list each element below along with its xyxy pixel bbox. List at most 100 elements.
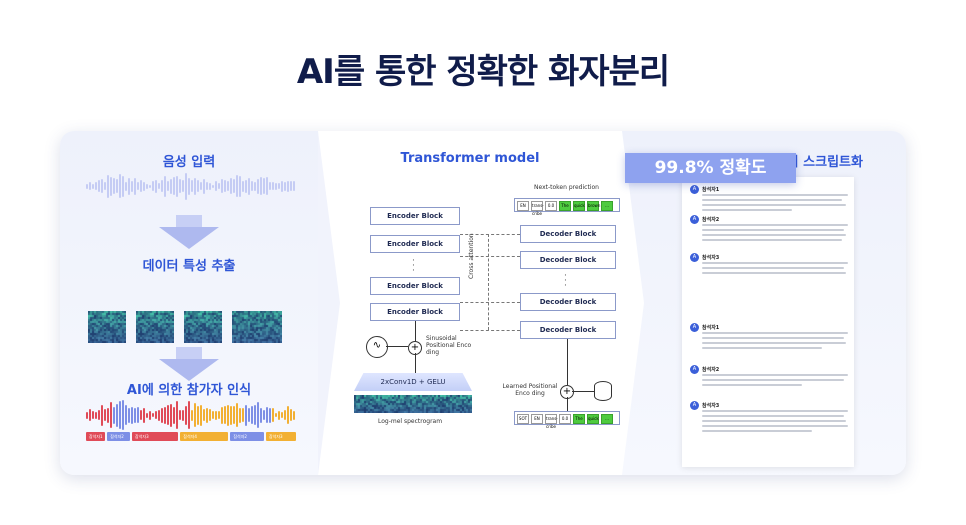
waveform-bar [236, 403, 238, 427]
waveform-bar [284, 181, 286, 191]
encoder-block: Encoder Block [370, 277, 460, 295]
waveform-bar [137, 182, 139, 190]
waveform-bar [203, 409, 205, 421]
waveform-bar [221, 406, 223, 424]
decoder-block: Decoder Block [520, 251, 616, 269]
token: The [573, 414, 585, 424]
speaker-label: 참석자3 [132, 432, 179, 441]
encoder-block: Encoder Block [370, 235, 460, 253]
waveform-bar [149, 410, 151, 420]
waveform-bar [161, 180, 163, 192]
spectrogram-canvas [136, 311, 174, 343]
speaker-label: 참석자2 [107, 432, 131, 441]
waveform-bar [176, 401, 178, 429]
speaker-name: 참석자3 [702, 403, 720, 409]
speaker-label: 참석자4 [180, 432, 229, 441]
connector [386, 346, 408, 347]
spectrogram-canvas [232, 311, 282, 343]
decoder-block: Decoder Block [520, 293, 616, 311]
waveform-bar [86, 183, 88, 189]
decoder-stem-lower [567, 397, 568, 411]
waveform-bar [173, 406, 175, 424]
ellipsis-dots: ··· [412, 256, 415, 276]
waveform-bar [191, 409, 193, 421]
waveform-bar [122, 400, 124, 430]
waveform-bar [176, 175, 178, 197]
waveform-bar [158, 183, 160, 189]
next-token-bar: EN trans-cribe 0.0 The quick brown ... [514, 198, 620, 216]
waveform-bar [134, 177, 136, 195]
avatar-icon: A [690, 253, 699, 262]
waveform-bar [116, 179, 118, 193]
waveform-bar [146, 412, 148, 418]
waveform-bar [290, 409, 292, 421]
waveform-bar [212, 411, 214, 419]
waveform-bar [110, 176, 112, 196]
speaker-label-bar: 참석자1 참석자2 참석자3 참석자4 참석자2 참석자3 [86, 432, 297, 441]
encoder-stem-lower [415, 353, 416, 373]
waveform-bar [95, 411, 97, 419]
waveform-bar [164, 175, 166, 197]
speaker-label: 참석자1 [86, 432, 106, 441]
token: quick [573, 201, 585, 211]
waveform-bar [164, 406, 166, 424]
waveform-bar [266, 177, 268, 195]
waveform-bar [224, 406, 226, 424]
waveform-bar [89, 409, 91, 421]
waveform-bar [194, 177, 196, 195]
waveform-bar [278, 410, 280, 420]
waveform-bar [197, 405, 199, 425]
waveform-bar [167, 405, 169, 425]
waveform-bar [92, 183, 94, 189]
waveform-bar [113, 178, 115, 194]
waveform-bar [98, 180, 100, 192]
waveform-bar [293, 410, 295, 420]
token: brown [587, 201, 600, 211]
avatar-icon: A [690, 323, 699, 332]
waveform-bar [209, 182, 211, 190]
waveform-bar [101, 404, 103, 426]
waveform-bar [185, 172, 187, 200]
input-waveform [86, 171, 295, 201]
waveform-bar [95, 182, 97, 190]
database-icon [594, 381, 612, 401]
waveform-bar [275, 413, 277, 417]
speaker-recognition-title: AI에 의한 참가자 인식 [126, 383, 252, 398]
diagram-card: 음성 입력 데이터 특성 추출 AI에 의한 참가자 인식 참석자1 참석자2 … [60, 131, 906, 475]
waveform-bar [92, 411, 94, 419]
token: The [559, 201, 571, 211]
waveform-bar [221, 179, 223, 193]
waveform-bar [200, 182, 202, 190]
speaker-label: 참석자2 [230, 432, 264, 441]
waveform-bar [269, 182, 271, 190]
decoder-block: Decoder Block [520, 225, 616, 243]
feature-extraction-title: 데이터 특성 추출 [142, 259, 236, 274]
spectrogram-canvas [354, 395, 472, 413]
waveform-bar [224, 180, 226, 192]
waveform-bar [245, 404, 247, 426]
waveform-bar [272, 182, 274, 190]
waveform-bar [257, 402, 259, 428]
waveform-bar [188, 177, 190, 195]
waveform-bar [245, 179, 247, 193]
waveform-bar [119, 174, 121, 198]
down-arrow-2 [159, 359, 219, 381]
waveform-bar [209, 409, 211, 421]
token: 0.0 [559, 414, 571, 424]
speaker-name: 참석자1 [702, 187, 720, 193]
spectrogram-canvas [88, 311, 126, 343]
waveform-bar [104, 409, 106, 421]
waveform-bar [107, 174, 109, 198]
waveform-bar [242, 180, 244, 192]
token: EN [531, 414, 543, 424]
waveform-bar [260, 177, 262, 195]
encoder-stem [415, 321, 416, 347]
conv-gelu-block: 2xConv1D + GELU [354, 373, 472, 391]
encoder-block: Encoder Block [370, 207, 460, 225]
waveform-bar [137, 407, 139, 423]
audio-input-title: 음성 입력 [162, 155, 216, 170]
waveform-bar [287, 180, 289, 192]
token: quick [587, 414, 599, 424]
waveform-bar [194, 403, 196, 427]
arrow-stem-1 [176, 215, 202, 227]
